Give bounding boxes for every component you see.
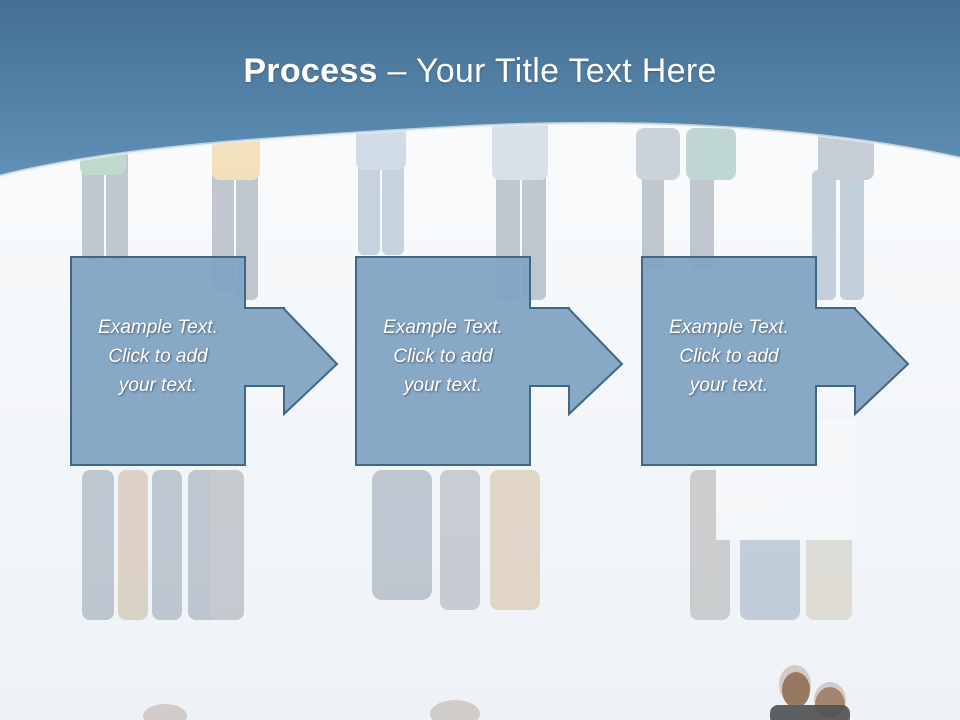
process-step-2[interactable]: Example Text. Click to add your text. (355, 256, 624, 466)
step-1-line-2: Click to add (108, 346, 208, 367)
step-1-line-3: your text. (118, 375, 198, 396)
step-3-text[interactable]: Example Text. Click to add your text. (642, 313, 816, 400)
process-step-1[interactable]: Example Text. Click to add your text. (70, 256, 339, 466)
step-2-line-2: Click to add (393, 346, 493, 367)
step-1-line-1: Example Text. (98, 317, 218, 338)
step-1-text[interactable]: Example Text. Click to add your text. (71, 313, 245, 400)
step-2-arrow-shape (355, 256, 624, 466)
step-3-line-1: Example Text. (669, 317, 789, 338)
step-2-line-1: Example Text. (383, 317, 503, 338)
process-step-3[interactable]: Example Text. Click to add your text. (641, 256, 910, 466)
header-banner (0, 0, 960, 178)
step-3-line-3: your text. (689, 375, 769, 396)
step-3-line-2: Click to add (679, 346, 779, 367)
step-1-arrow-shape (70, 256, 339, 466)
title-rest-text: – Your Title Text Here (377, 52, 717, 90)
step-3-arrow-shape (641, 256, 910, 466)
step-2-line-3: your text. (403, 375, 483, 396)
slide-title[interactable]: Process – Your Title Text Here (0, 52, 960, 91)
title-bold-text: Process (243, 52, 378, 90)
step-2-text[interactable]: Example Text. Click to add your text. (356, 313, 530, 400)
